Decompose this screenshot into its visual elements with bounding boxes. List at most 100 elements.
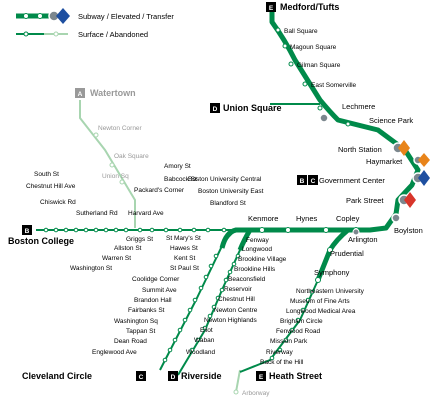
arborway-abandoned-line [235, 369, 241, 393]
svg-text:Science Park: Science Park [369, 116, 413, 125]
svg-text:Northeastern University: Northeastern University [296, 288, 365, 295]
svg-text:D: D [213, 106, 218, 113]
north-labels: Ball Square Magoun Square Gilman Square … [284, 28, 413, 205]
svg-text:Longwood Medical Area: Longwood Medical Area [286, 308, 356, 315]
svg-text:Symphony: Symphony [314, 268, 350, 277]
svg-text:Washington St: Washington St [70, 265, 112, 272]
svg-text:Hawes St: Hawes St [170, 245, 198, 252]
station-dot [302, 81, 308, 87]
cleveland-circle-label: Cleveland Circle [22, 371, 92, 381]
legend: Subway / Elevated / Transfer Surface / A… [16, 8, 174, 39]
transfer-station-arlington [352, 228, 360, 236]
legend-station-dot [23, 13, 29, 19]
svg-text:Lechmere: Lechmere [342, 102, 375, 111]
svg-text:Prudential: Prudential [330, 249, 364, 258]
svg-text:Mission Park: Mission Park [270, 338, 308, 345]
svg-text:C: C [139, 374, 144, 381]
svg-text:East Somerville: East Somerville [311, 82, 357, 89]
e-badge-letter: E [269, 5, 274, 12]
svg-text:B: B [300, 178, 305, 185]
svg-text:Sutherland Rd: Sutherland Rd [76, 210, 118, 217]
svg-text:Newton Corner: Newton Corner [98, 125, 143, 132]
union-square-label: Union Square [223, 103, 282, 113]
termini: E Medford/Tufts D Union Square A Waterto… [8, 2, 385, 381]
svg-text:Boston University East: Boston University East [198, 188, 264, 195]
svg-text:St Paul St: St Paul St [170, 265, 199, 272]
station-dots [43, 27, 359, 363]
legend-surface-label: Surface / Abandoned [78, 30, 148, 39]
svg-text:Reservoir: Reservoir [224, 286, 253, 293]
svg-text:Englewood Ave: Englewood Ave [92, 349, 137, 356]
transfer-stations [319, 113, 430, 236]
blue-line-icon [418, 170, 430, 186]
svg-text:Amory St: Amory St [164, 163, 191, 170]
svg-text:Chestnut Hill: Chestnut Hill [218, 296, 255, 303]
svg-text:Arlington: Arlington [348, 235, 378, 244]
svg-text:Copley: Copley [336, 214, 360, 223]
svg-text:Gilman Square: Gilman Square [297, 62, 341, 69]
arborway-label: Arborway [242, 390, 270, 397]
svg-text:Griggs St: Griggs St [126, 236, 153, 243]
legend-station-dot [37, 13, 43, 19]
heath-street-label: Heath Street [269, 371, 322, 381]
svg-text:Blandford St: Blandford St [210, 200, 246, 207]
b-branch-labels: South St Chestnut Hill Ave Chiswick Rd S… [26, 163, 264, 272]
svg-text:Haymarket: Haymarket [366, 157, 403, 166]
svg-text:Warren St: Warren St [102, 255, 131, 262]
legend-transfer-icon [56, 8, 70, 24]
transfer-station-lechmere [319, 113, 329, 123]
a-branch-abandoned-line [79, 100, 136, 228]
svg-text:Chestnut Hill Ave: Chestnut Hill Ave [26, 183, 76, 190]
station-dot [275, 27, 281, 33]
e-branch-labels: Prudential Symphony Northeastern Univers… [260, 249, 365, 366]
station-dot [285, 227, 291, 233]
svg-text:Summit Ave: Summit Ave [142, 287, 177, 294]
svg-text:Woodland: Woodland [186, 349, 216, 356]
svg-text:Washington Sq: Washington Sq [114, 318, 158, 325]
transfer-station-boylston [391, 213, 401, 223]
d-branch-labels: Fenway Longwood Brookline Village Brookl… [186, 237, 287, 356]
medford-tufts-label: Medford/Tufts [280, 2, 339, 12]
government-center-label: Government Center [319, 176, 385, 185]
orange-line-icon [418, 153, 430, 167]
svg-text:Riverway: Riverway [266, 349, 293, 356]
svg-text:Brigham Circle: Brigham Circle [280, 318, 323, 325]
svg-text:Park Street: Park Street [346, 196, 384, 205]
svg-text:St Mary's St: St Mary's St [166, 235, 201, 242]
svg-text:Ball Square: Ball Square [284, 28, 318, 35]
svg-text:Magoun Square: Magoun Square [290, 44, 337, 51]
svg-text:Packard's Corner: Packard's Corner [134, 187, 185, 194]
svg-text:C: C [311, 178, 316, 185]
a-branch-labels: Newton Corner Oak Square Union Sq [98, 125, 149, 180]
svg-text:E: E [259, 374, 264, 381]
svg-text:Newton Centre: Newton Centre [214, 307, 258, 314]
svg-text:Harvard Ave: Harvard Ave [128, 210, 164, 217]
svg-text:A: A [78, 91, 83, 98]
legend-subway-label: Subway / Elevated / Transfer [78, 12, 174, 21]
svg-text:Coolidge Corner: Coolidge Corner [132, 276, 180, 283]
svg-text:Brookline Hills: Brookline Hills [234, 266, 276, 273]
svg-text:Boston University Central: Boston University Central [188, 176, 262, 183]
svg-text:North Station: North Station [338, 145, 382, 154]
c-branch-labels: St Mary's St Hawes St Kent St St Paul St… [92, 235, 201, 356]
abandoned-lines [79, 100, 241, 393]
core-labels: Kenmore Hynes Copley Arlington Boylston [248, 214, 423, 244]
core-trunk-line [250, 10, 421, 233]
svg-text:Tappan St: Tappan St [126, 328, 155, 335]
svg-text:Fenway: Fenway [246, 237, 270, 244]
station-dot [317, 105, 323, 111]
station-dot [282, 43, 288, 49]
svg-text:Boylston: Boylston [394, 226, 423, 235]
svg-text:Kent St: Kent St [174, 255, 196, 262]
svg-text:Hynes: Hynes [296, 214, 318, 223]
watertown-label: Watertown [90, 88, 136, 98]
station-dot [345, 121, 351, 127]
svg-text:Allston St: Allston St [114, 245, 142, 252]
svg-text:South St: South St [34, 171, 59, 178]
svg-text:Fenwood Road: Fenwood Road [276, 328, 320, 335]
station-dot [288, 61, 294, 67]
svg-text:B: B [25, 228, 30, 235]
svg-text:Fairbanks St: Fairbanks St [128, 307, 165, 314]
orange-line-icon [398, 140, 410, 156]
